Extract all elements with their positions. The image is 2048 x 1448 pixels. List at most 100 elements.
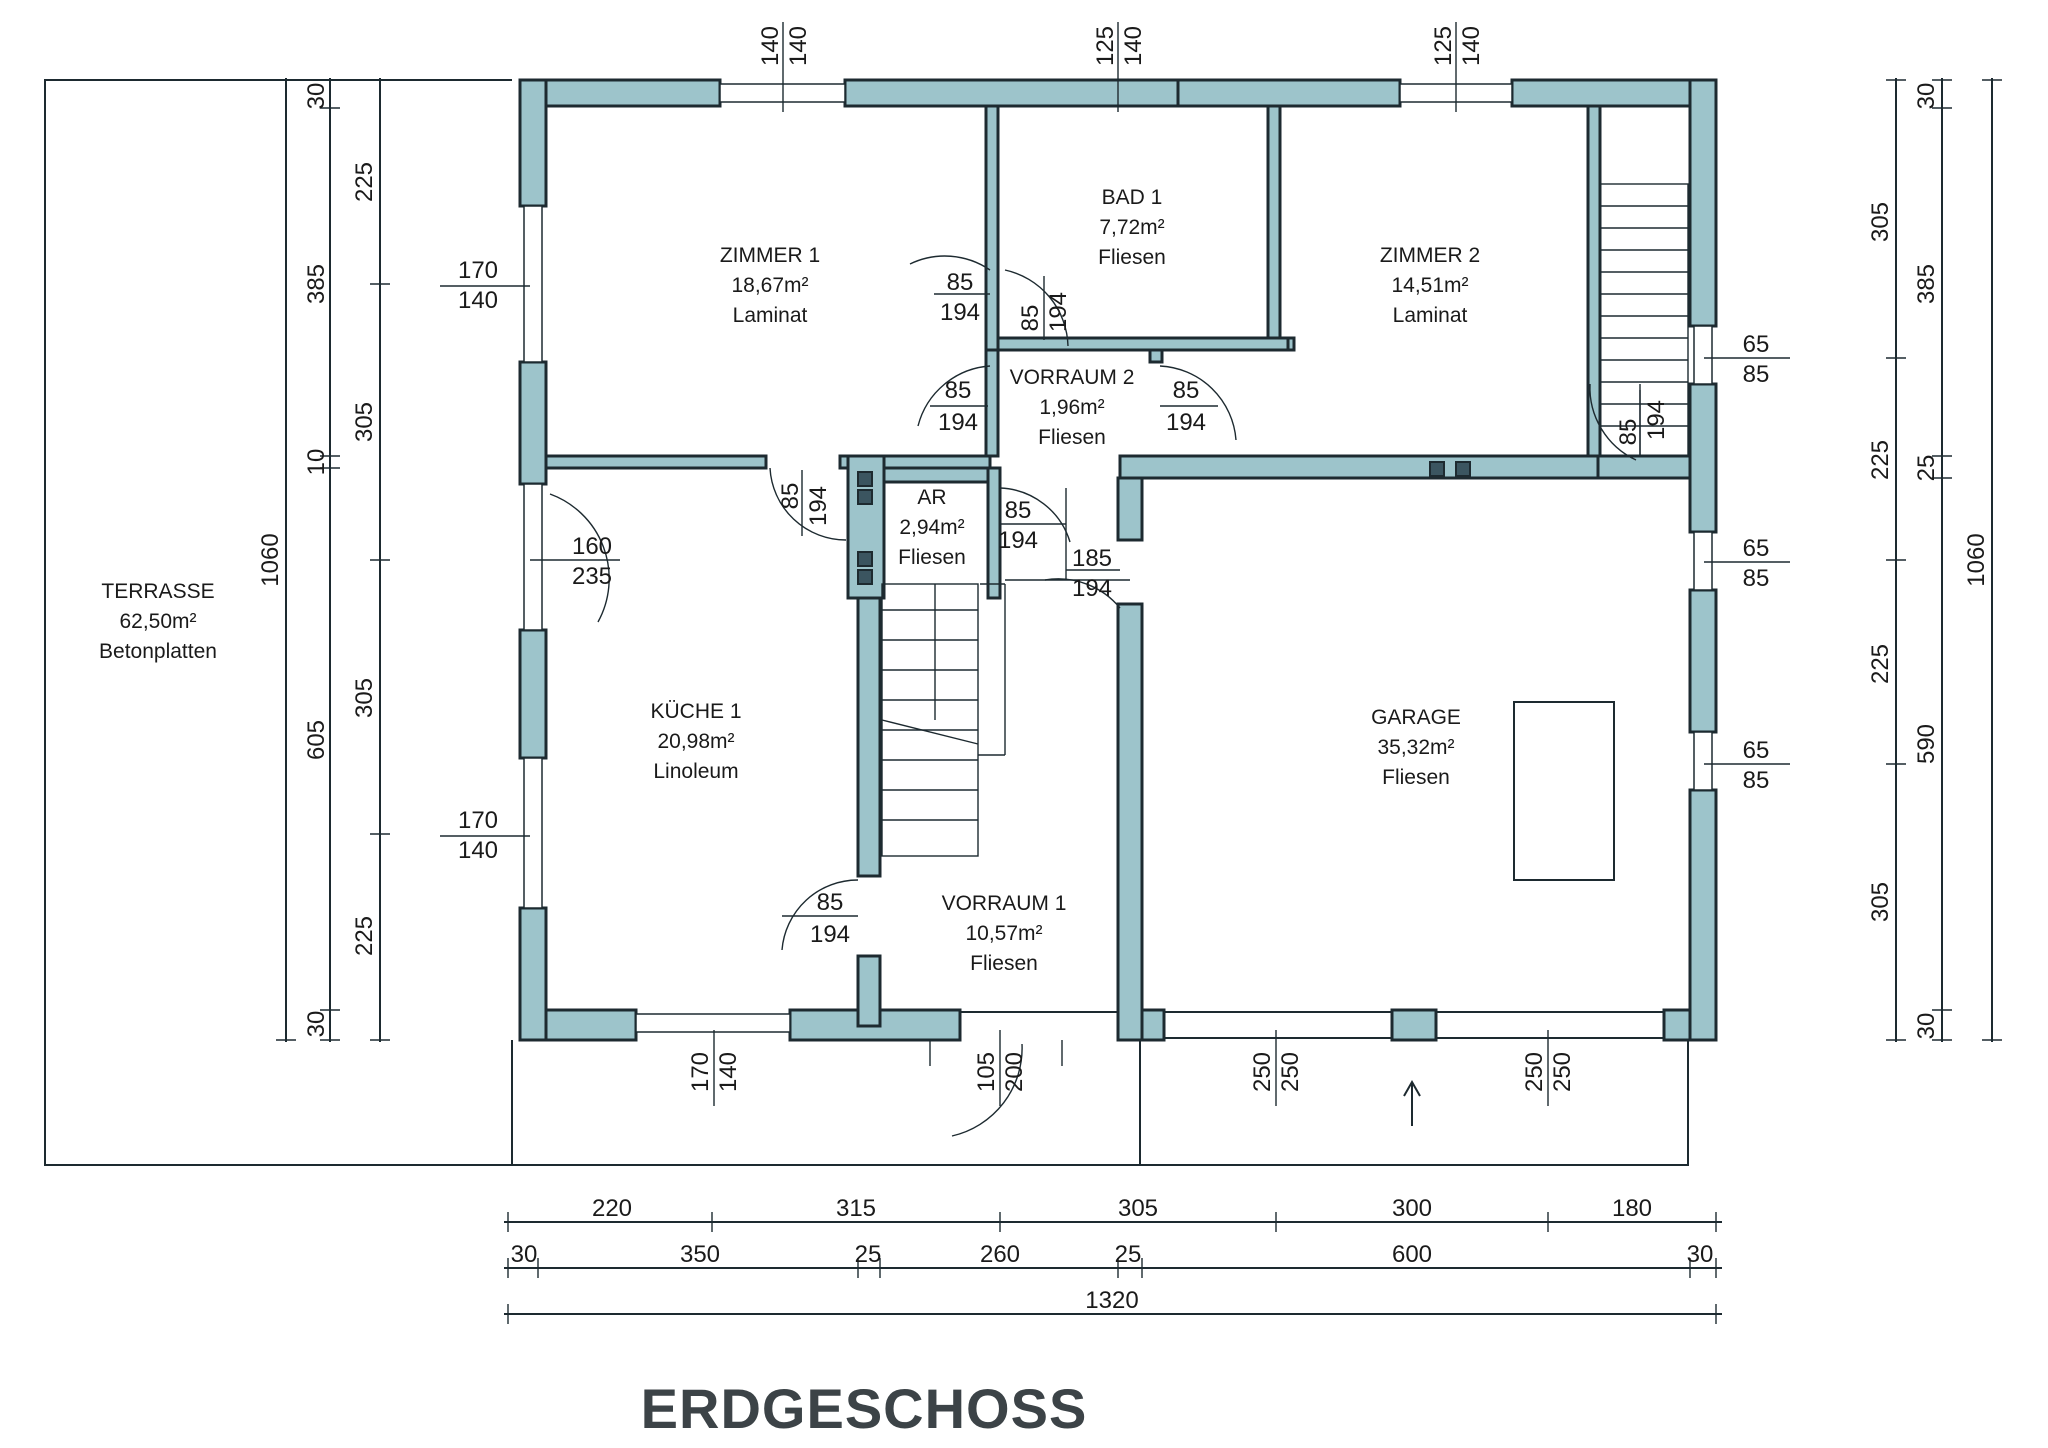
room-ar: AR 2,94m² Fliesen bbox=[898, 486, 966, 569]
garage-arrow-icon bbox=[1403, 1079, 1421, 1126]
room-name: VORRAUM 2 bbox=[1010, 366, 1135, 389]
svg-text:25: 25 bbox=[1913, 455, 1940, 482]
dims-bottom-row2: 30 350 25 260 25 600 30 bbox=[504, 1241, 1722, 1278]
opening-bottom-1: 170 140 bbox=[687, 1030, 742, 1106]
opening-left-door: 160 235 bbox=[530, 533, 620, 590]
opening-width: 85 bbox=[945, 377, 972, 404]
opening-left-2: 170 140 bbox=[440, 807, 530, 864]
room-floor: Betonplatten bbox=[99, 640, 217, 663]
svg-text:305: 305 bbox=[351, 678, 378, 718]
svg-text:30: 30 bbox=[1687, 1241, 1714, 1268]
svg-text:260: 260 bbox=[980, 1241, 1020, 1268]
door-vorraum2-right: 85 194 bbox=[1160, 377, 1218, 436]
room-bad1: BAD 1 7,72m² Fliesen bbox=[1098, 186, 1166, 269]
opening-height: 194 bbox=[1072, 575, 1112, 602]
dims-right-inner: 305 225 225 305 bbox=[1867, 78, 1906, 1042]
room-floor: Linoleum bbox=[653, 760, 738, 783]
room-area: 2,94m² bbox=[899, 516, 964, 539]
svg-text:25: 25 bbox=[855, 1241, 882, 1268]
room-floor: Laminat bbox=[733, 304, 808, 327]
svg-text:225: 225 bbox=[351, 916, 378, 956]
room-floor: Fliesen bbox=[1382, 766, 1450, 789]
opening-width: 170 bbox=[458, 257, 498, 284]
opening-height: 250 bbox=[1549, 1052, 1576, 1092]
opening-top-2: 125 140 bbox=[1092, 22, 1147, 112]
opening-height: 194 bbox=[940, 299, 980, 326]
plan-title: ERDGESCHOSS bbox=[641, 1377, 1088, 1440]
opening-right-1: 65 85 bbox=[1704, 331, 1790, 388]
opening-right-3: 65 85 bbox=[1704, 737, 1790, 794]
opening-width: 65 bbox=[1743, 737, 1770, 764]
opening-width: 170 bbox=[458, 807, 498, 834]
dims-right-outer: 30 385 25 590 30 bbox=[1913, 78, 1952, 1042]
svg-text:605: 605 bbox=[303, 720, 330, 760]
garage-car-outline bbox=[1513, 701, 1615, 881]
room-kueche1: KÜCHE 1 20,98m² Linoleum bbox=[650, 700, 741, 783]
svg-text:30: 30 bbox=[303, 83, 330, 110]
room-area: 7,72m² bbox=[1099, 216, 1164, 239]
room-area: 20,98m² bbox=[657, 730, 734, 753]
door-vorraum1: 85 194 bbox=[782, 889, 858, 948]
opening-width: 85 bbox=[947, 269, 974, 296]
svg-text:225: 225 bbox=[1867, 440, 1894, 480]
opening-width: 160 bbox=[572, 533, 612, 560]
opening-bottom-door: 105 200 bbox=[973, 1030, 1028, 1106]
inner-walls bbox=[544, 104, 1692, 1042]
opening-width: 250 bbox=[1521, 1052, 1548, 1092]
room-floor: Fliesen bbox=[898, 546, 966, 569]
opening-height: 200 bbox=[1001, 1052, 1028, 1092]
opening-right-2: 65 85 bbox=[1704, 535, 1790, 592]
stairs bbox=[881, 183, 1689, 857]
room-area: 10,57m² bbox=[965, 922, 1042, 945]
svg-text:30: 30 bbox=[1913, 83, 1940, 110]
opening-height: 140 bbox=[458, 837, 498, 864]
svg-text:305: 305 bbox=[1118, 1195, 1158, 1222]
opening-width: 105 bbox=[973, 1052, 1000, 1092]
svg-text:600: 600 bbox=[1392, 1241, 1432, 1268]
svg-text:385: 385 bbox=[303, 264, 330, 304]
opening-height: 85 bbox=[1743, 361, 1770, 388]
opening-height: 140 bbox=[458, 287, 498, 314]
opening-bottom-garage-1: 250 250 bbox=[1249, 1030, 1304, 1106]
svg-text:590: 590 bbox=[1913, 724, 1940, 764]
svg-text:1060: 1060 bbox=[257, 533, 284, 586]
opening-width: 140 bbox=[757, 26, 784, 66]
opening-height: 140 bbox=[1120, 26, 1147, 66]
dims-left-inner: 225 305 305 225 bbox=[351, 78, 390, 1042]
opening-width: 85 bbox=[1005, 497, 1032, 524]
room-terrasse: TERRASSE 62,50m² Betonplatten bbox=[99, 580, 217, 663]
opening-height: 85 bbox=[1743, 767, 1770, 794]
opening-width: 65 bbox=[1743, 535, 1770, 562]
svg-text:225: 225 bbox=[351, 162, 378, 202]
svg-text:350: 350 bbox=[680, 1241, 720, 1268]
opening-height: 140 bbox=[715, 1052, 742, 1092]
svg-text:305: 305 bbox=[351, 402, 378, 442]
svg-text:25: 25 bbox=[1115, 1241, 1142, 1268]
svg-text:305: 305 bbox=[1867, 882, 1894, 922]
opening-width: 85 bbox=[1615, 419, 1642, 446]
door-zimmer1: 85 194 bbox=[934, 269, 990, 326]
opening-width: 85 bbox=[1173, 377, 1200, 404]
dims-bottom-row1: 220 315 305 300 180 bbox=[504, 1195, 1722, 1232]
opening-width: 85 bbox=[777, 483, 804, 510]
opening-height: 194 bbox=[805, 486, 832, 526]
opening-width: 170 bbox=[687, 1052, 714, 1092]
terrace-outline bbox=[44, 79, 1689, 1166]
svg-text:1320: 1320 bbox=[1085, 1287, 1138, 1314]
opening-left-1: 170 140 bbox=[440, 257, 530, 314]
opening-bottom-garage-2: 250 250 bbox=[1521, 1030, 1576, 1106]
room-area: 62,50m² bbox=[119, 610, 196, 633]
svg-text:305: 305 bbox=[1867, 202, 1894, 242]
opening-height: 194 bbox=[1643, 400, 1670, 440]
opening-height: 140 bbox=[1458, 26, 1485, 66]
opening-width: 125 bbox=[1092, 26, 1119, 66]
opening-top-1: 140 140 bbox=[757, 22, 812, 112]
svg-text:315: 315 bbox=[836, 1195, 876, 1222]
room-floor: Fliesen bbox=[1098, 246, 1166, 269]
dims-left-outer: 30 385 10 605 30 bbox=[303, 78, 340, 1042]
opening-height: 85 bbox=[1743, 565, 1770, 592]
opening-width: 185 bbox=[1072, 545, 1112, 572]
opening-height: 250 bbox=[1277, 1052, 1304, 1092]
room-zimmer1: ZIMMER 1 18,67m² Laminat bbox=[720, 244, 820, 327]
